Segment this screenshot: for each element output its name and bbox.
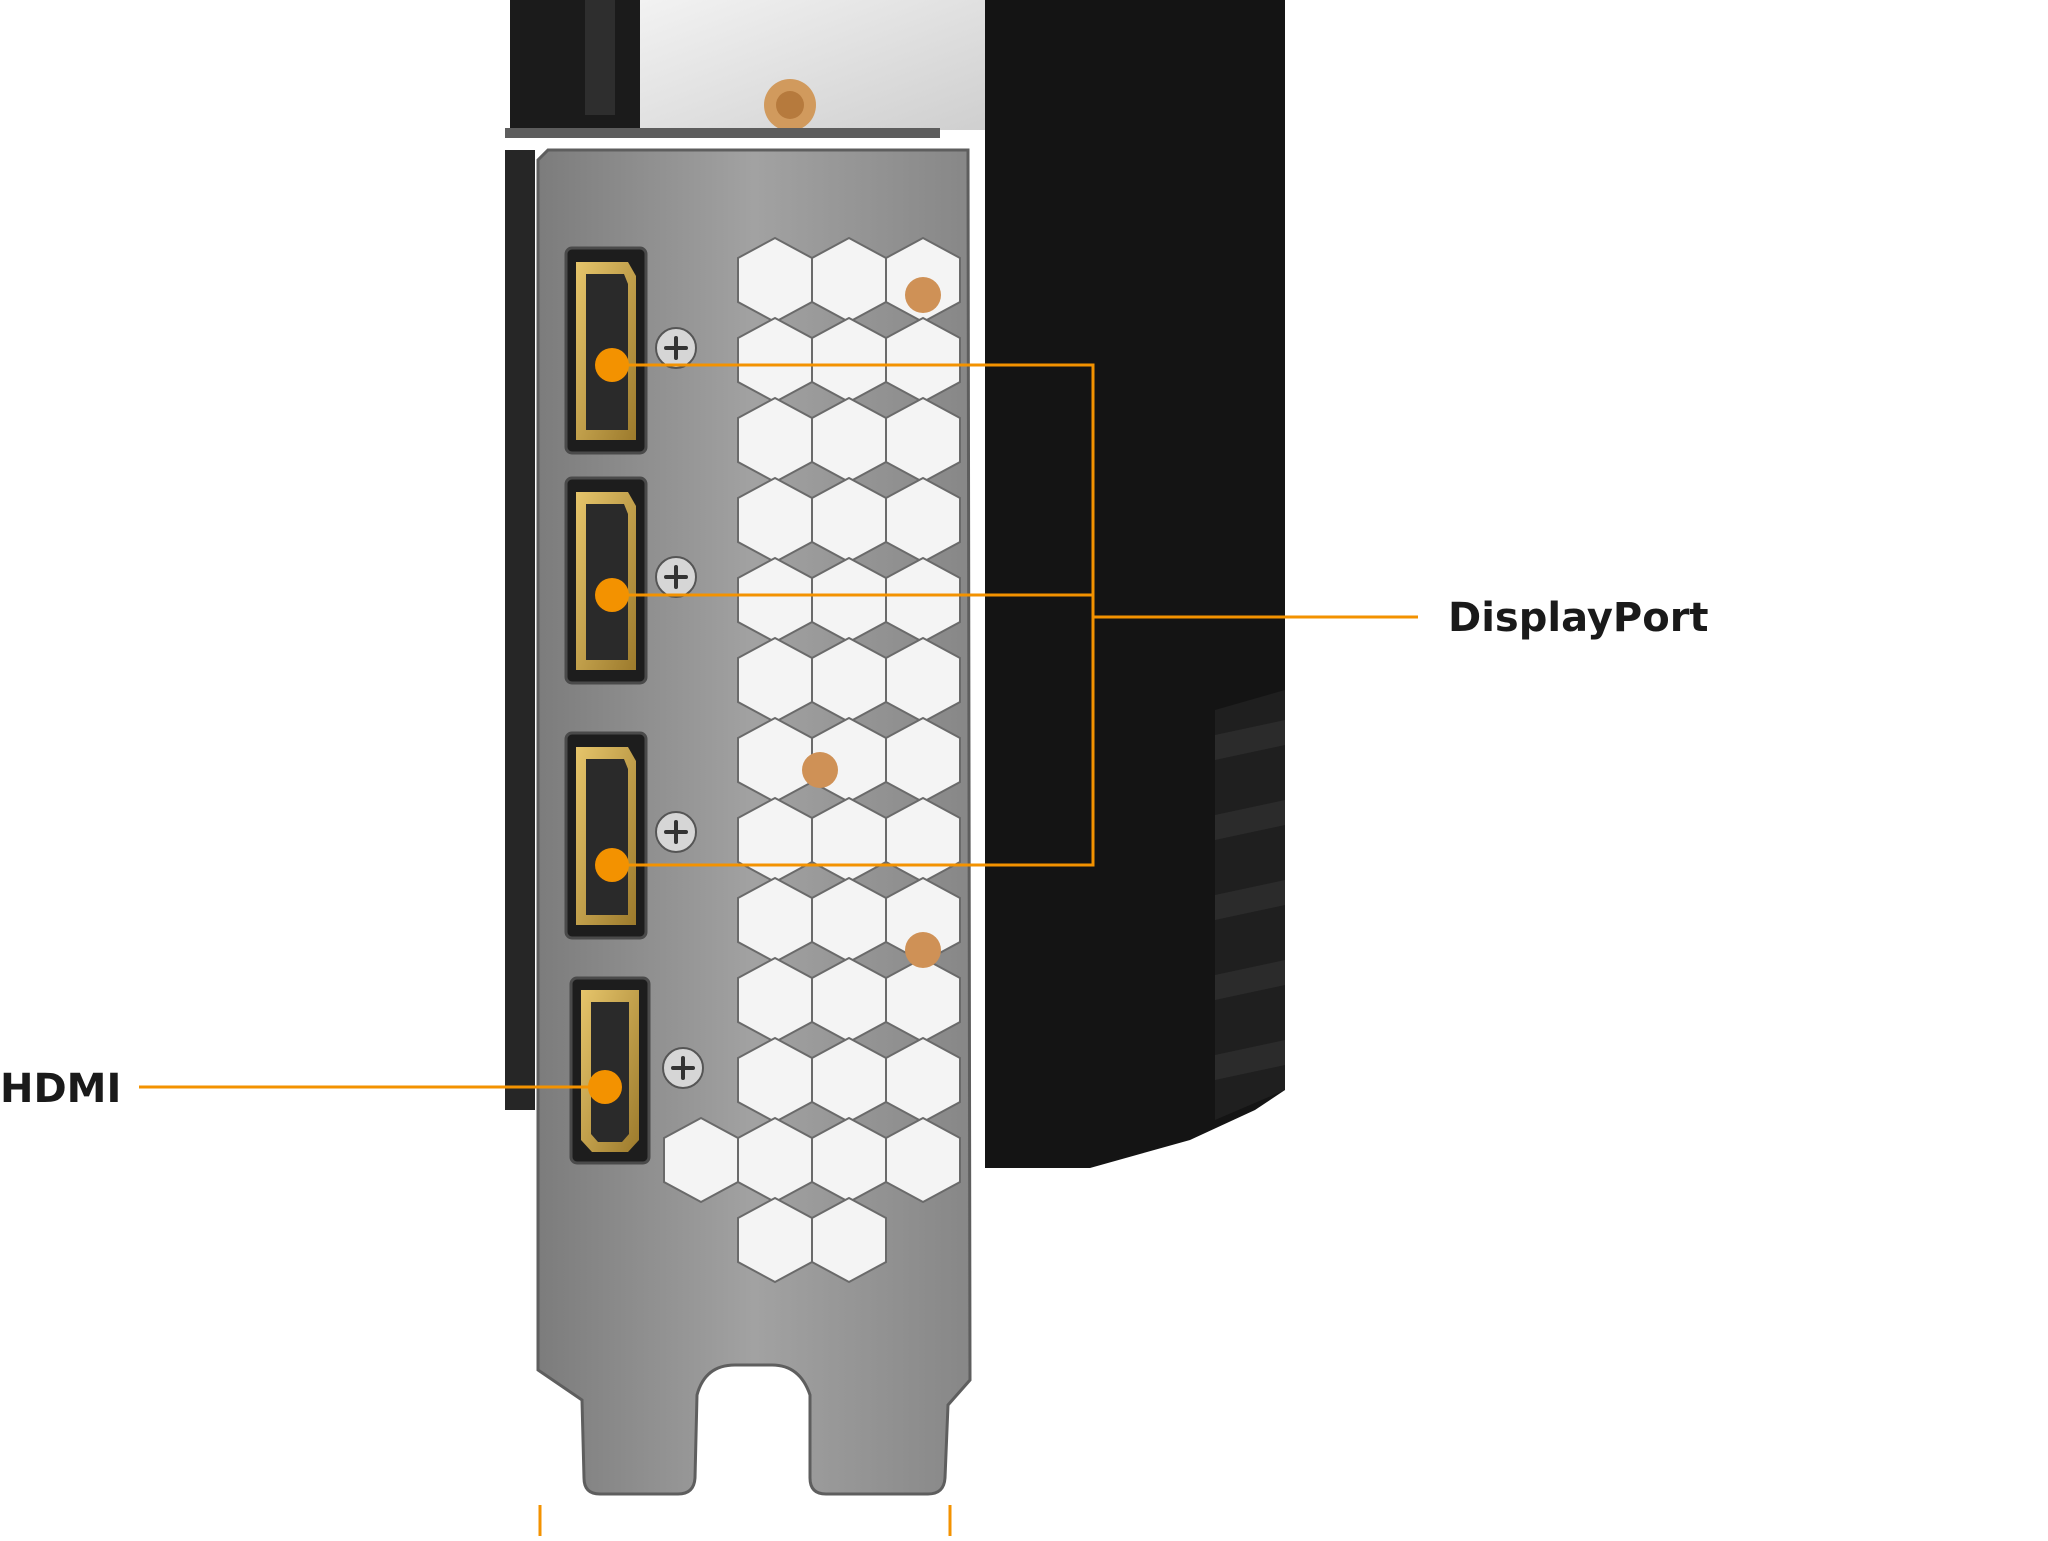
hdmi-connector bbox=[569, 976, 651, 1165]
displayport-callout bbox=[612, 363, 1418, 867]
top-heatsink bbox=[505, 0, 985, 138]
displayport-connector-3 bbox=[564, 731, 648, 940]
callout-dot-icon bbox=[588, 348, 629, 1104]
displayport-label: DisplayPort bbox=[1448, 595, 1709, 641]
card-edge bbox=[505, 150, 535, 1110]
hdmi-label: HDMI bbox=[0, 1066, 122, 1112]
dimension-marker bbox=[538, 1505, 952, 1536]
card-shroud bbox=[985, 0, 1285, 1168]
bracket-screw-icon bbox=[655, 327, 704, 1089]
